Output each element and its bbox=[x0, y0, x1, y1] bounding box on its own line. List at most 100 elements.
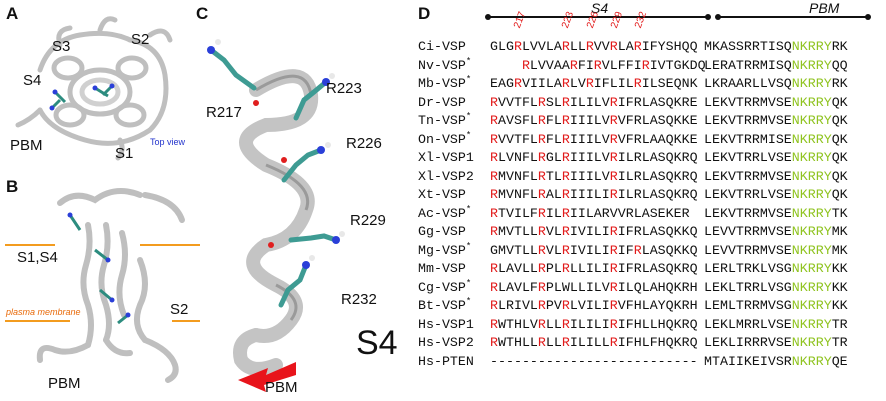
alignment-row: Gg-VSP RMVTLLRVLRIVILIRIFRLASQKKQ LEVVTRRM… bbox=[418, 223, 848, 242]
s4-sequence: RLVNFLRGLRIIILVRILRLASQKRQ bbox=[490, 150, 698, 165]
pbm-sequence: LEVVTRRMVSENKRRYMK bbox=[704, 224, 848, 239]
r229-sidechain bbox=[288, 233, 339, 243]
panel-a-structure bbox=[15, 16, 173, 161]
pbm-sequence: LEKLTRRLVSGNKRRYKK bbox=[704, 279, 848, 295]
alignment-row: Xl-VSP1 RLVNFLRGLRIIILVRILRLASQKRQ LEKVTRR… bbox=[418, 149, 848, 168]
species-name: Hs-PTEN bbox=[418, 353, 474, 369]
s4-sequence: RMVNFLRALRIIILIRILRLASQKRQ bbox=[490, 187, 698, 202]
alignment-row: Xt-VSP RMVNFLRALRIIILIRILRLASQKRQ LEKVTRRL… bbox=[418, 186, 848, 205]
alignment-row: Hs-VSP2 RWTHLLRLLRILILLRIFHLFHQKRQ LEKLIRR… bbox=[418, 334, 848, 353]
pbm-sequence: MKASSRRTISQNKRRYRK bbox=[704, 39, 848, 54]
species-name: Ci-VSP bbox=[418, 39, 466, 54]
panel-a-s4-label: S4 bbox=[23, 72, 42, 89]
pbm-sequence: LEKVTRRLVSENKRRYQK bbox=[704, 187, 848, 202]
alignment-row: Tn-VSP* RAVSFLRFLRIIILVRVFRLASQKKE LEKVTRR… bbox=[418, 112, 848, 131]
panel-c-letter: C bbox=[196, 4, 209, 23]
species-star: * bbox=[465, 278, 472, 289]
s4-sequence: RAVSFLRFLRIIILVRVFRLASQKKE bbox=[490, 113, 698, 128]
s4-sequence: RVVTFLRFLRIIILVRVFRLAAQKKE bbox=[490, 131, 698, 147]
species-star: * bbox=[465, 56, 472, 67]
pbm-sequence: LERATRRMISQNKRRYQQ bbox=[704, 57, 848, 73]
species-star: * bbox=[465, 111, 472, 122]
r226-sidechain bbox=[281, 147, 324, 183]
species-star: * bbox=[465, 130, 472, 141]
s4-sequence: RMVNFLRTLRIIILVRILRLASQKRQ bbox=[490, 168, 698, 184]
panel-c-helix bbox=[207, 39, 345, 392]
panel-b-pbm-label: PBM bbox=[48, 375, 81, 392]
panel-a-s2-label: S2 bbox=[131, 31, 150, 48]
panel-d-letter: D bbox=[418, 4, 431, 23]
s4-sequence: GLGRLVVLARLLRVVRLARIFYSHQQ bbox=[490, 39, 698, 54]
species-name: Dr-VSP bbox=[418, 94, 466, 110]
species-name: Xt-VSP bbox=[418, 187, 466, 202]
alignment-header-bars bbox=[485, 14, 871, 20]
s4-sequence: RLAVLFRPLWLLILVRILQLAHQKRH bbox=[490, 279, 698, 295]
sequence-alignment: Ci-VSP GLGRLVVLARLLRVVRLARIFYSHQQ MKASSRRT… bbox=[418, 38, 848, 371]
pbm-sequence: MTAIIKEIVSRNKRRYQE bbox=[704, 353, 848, 369]
species-star: * bbox=[465, 74, 472, 85]
residue-r226: R226 bbox=[346, 135, 382, 152]
alignment-row: Ci-VSP GLGRLVVLARLLRVVRLARIFYSHQQ MKASSRRT… bbox=[418, 38, 848, 57]
species-name: Tn-VSP* bbox=[418, 111, 472, 128]
s4-sequence: RLAVLLRPLRLLILIRIFRLASQKRQ bbox=[490, 261, 698, 276]
s4-sequence: RLVVAARFIRVLFFIRIVTGKDQ bbox=[521, 57, 706, 73]
helix-s4-label: S4 bbox=[356, 324, 398, 362]
species-star: * bbox=[465, 241, 472, 252]
panel-a-pbm-label: PBM bbox=[10, 137, 43, 154]
panel-b-letter: B bbox=[6, 177, 19, 196]
species-name: Gg-VSP bbox=[418, 224, 466, 239]
species-name: Ac-VSP* bbox=[418, 204, 472, 221]
panel-a-letter: A bbox=[6, 4, 19, 23]
pbm-sequence: LEVVTRRMVSENKRRYMK bbox=[704, 242, 848, 258]
species-name: Xl-VSP2 bbox=[418, 168, 474, 184]
species-name: Hs-VSP2 bbox=[418, 335, 474, 350]
species-name: Mb-VSP* bbox=[418, 74, 472, 91]
plasma-membrane-label: plasma membrane bbox=[6, 307, 81, 317]
panel-a-s1-label: S1 bbox=[115, 145, 134, 162]
pbm-sequence: LEKLMRRLVSENKRRYTR bbox=[704, 316, 848, 332]
alignment-row: Mb-VSP* EAGRVIILARLVRIFLILRILSEQNK LKRAARL… bbox=[418, 75, 848, 94]
r232-sidechain bbox=[278, 262, 309, 308]
species-name: Xl-VSP1 bbox=[418, 150, 474, 165]
species-name: Mm-VSP bbox=[418, 261, 466, 276]
pbm-sequence: LKRAARLLVSQNKRRYRK bbox=[704, 76, 848, 91]
species-star: * bbox=[465, 204, 472, 215]
pbm-sequence: LEKLIRRRVSENKRRYTR bbox=[704, 335, 848, 350]
species-name: Hs-VSP1 bbox=[418, 316, 474, 332]
pbm-arrow bbox=[238, 362, 296, 392]
species-name: Nv-VSP* bbox=[418, 56, 472, 73]
alignment-row: Nv-VSP* RLVVAARFIRVLFFIRIVTGKDQLERATRRMI… bbox=[418, 57, 848, 76]
s4-sequence: RWTHLLRLLRILILLRIFHLFHQKRQ bbox=[490, 335, 698, 350]
residue-r217: R217 bbox=[206, 104, 242, 121]
panel-b-s2-label: S2 bbox=[170, 301, 189, 318]
alignment-row: Mg-VSP* GMVTLLRVLRIVILIRIFRLASQKKQ LEVVTRR… bbox=[418, 242, 848, 261]
s4-sequence: -------------------------- bbox=[490, 353, 698, 369]
header-pbm: PBM bbox=[806, 0, 843, 16]
s4-sequence: RMVTLLRVLRIVILIRIFRLASQKKQ bbox=[490, 224, 698, 239]
pbm-sequence: LEKVTRRMVSENKRRYQK bbox=[704, 94, 848, 110]
s4-sequence: RVVTFLRSLRILILVRIFRLASQKRE bbox=[490, 94, 698, 110]
species-name: Mg-VSP* bbox=[418, 241, 472, 258]
pbm-sequence: LEKVTRRMVSENKRRYQK bbox=[704, 168, 848, 184]
pbm-sequence: LEMLTRRMVSGNKRRYKK bbox=[704, 298, 848, 313]
species-name: Bt-VSP* bbox=[418, 296, 472, 313]
panel-b-s1s4-label: S1,S4 bbox=[17, 249, 58, 266]
s4-sequence: EAGRVIILARLVRIFLILRILSEQNK bbox=[490, 76, 698, 91]
species-star: * bbox=[465, 296, 472, 307]
pbm-sequence: LEKVTRRMVSENKRRYQK bbox=[704, 113, 848, 128]
pbm-sequence: LEKVTRRMISENKRRYQK bbox=[704, 131, 848, 147]
r223-sidechain bbox=[293, 79, 329, 121]
top-view-caption: Top view bbox=[150, 137, 186, 147]
pbm-sequence: LEKVTRRLVSENKRRYQK bbox=[704, 150, 848, 165]
s4-sequence: GMVTLLRVLRIVILIRIFRLASQKKQ bbox=[490, 242, 698, 258]
r217-sidechain bbox=[208, 47, 257, 91]
alignment-row: Dr-VSP RVVTFLRSLRILILVRIFRLASQKRE LEKVTRRM… bbox=[418, 94, 848, 113]
residue-r229: R229 bbox=[350, 212, 386, 229]
residue-r232: R232 bbox=[341, 291, 377, 308]
pbm-sequence: LEKVTRRMVSENKRRYTK bbox=[704, 205, 848, 221]
